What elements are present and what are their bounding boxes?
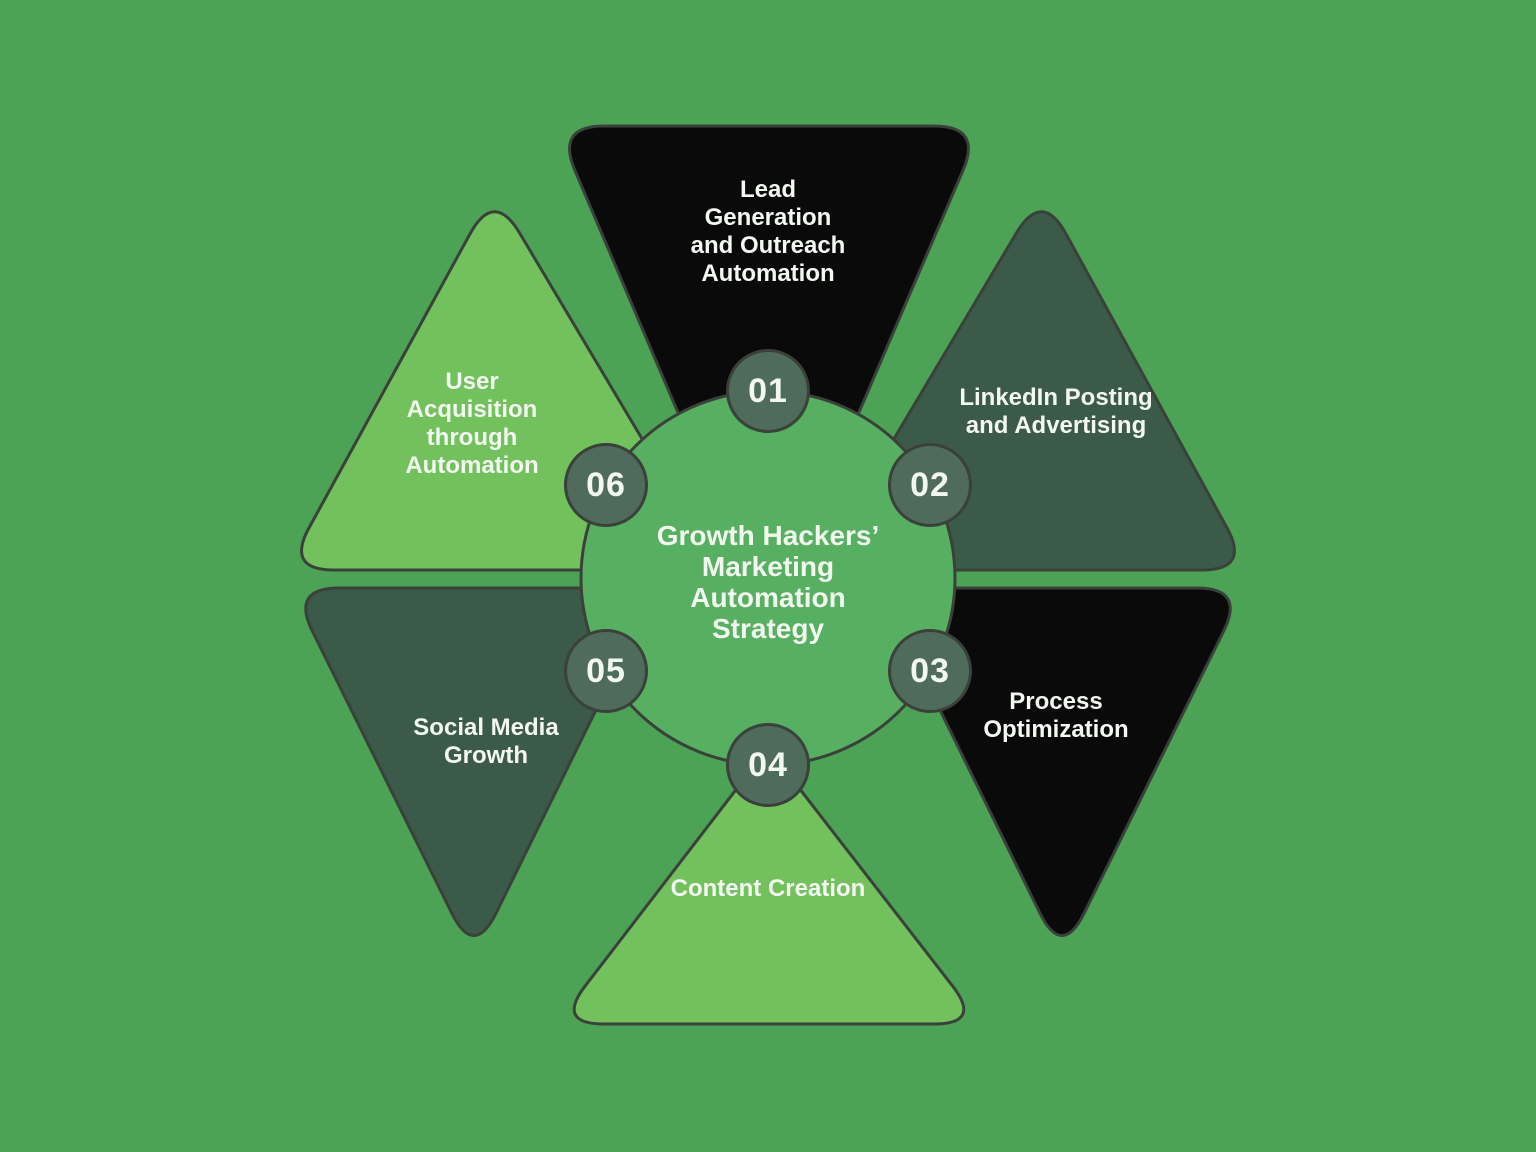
petal-label-social-media-growth: Social Media Growth	[413, 714, 559, 769]
petal-label-content-creation: Content Creation	[670, 875, 866, 902]
petal-label-process-optimization: Process Optimization	[983, 688, 1129, 743]
step-badge-01: 01	[726, 349, 810, 433]
diagram-title: Growth Hackers’ Marketing Automation Str…	[656, 520, 880, 644]
step-badge-02: 02	[888, 443, 972, 527]
step-badge-03: 03	[888, 629, 972, 713]
petal-label-linkedin-posting: LinkedIn Posting and Advertising	[959, 384, 1153, 439]
petal-label-lead-generation: Lead Generation and Outreach Automation	[690, 176, 846, 287]
step-badge-05: 05	[564, 629, 648, 713]
step-badge-06: 06	[564, 443, 648, 527]
step-badge-04: 04	[726, 723, 810, 807]
petal-label-user-acquisition: User Acquisition through Automation	[405, 368, 539, 479]
